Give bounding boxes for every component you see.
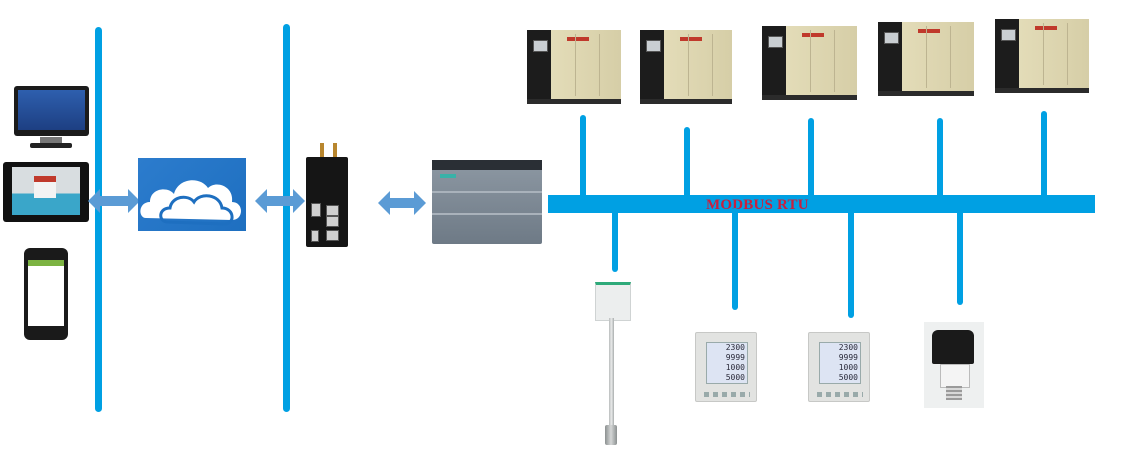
gateway-plc-arrow-icon [378, 191, 426, 215]
flow-meter-probe [609, 318, 614, 428]
bus-drop-compressor-5 [1041, 111, 1047, 200]
compressor-brand-logo [680, 37, 702, 41]
bus-drop-power-meter-2 [848, 208, 854, 318]
compressor-display [768, 36, 783, 48]
ethernet-port-3 [326, 230, 339, 241]
compressor-base [640, 99, 732, 104]
modbus-bus [548, 195, 1095, 213]
compressor-door-seam [810, 30, 811, 92]
antenna-left [320, 143, 324, 159]
compressor-door-seam [926, 26, 927, 88]
compressor-enclosure [786, 26, 857, 96]
meter-reading: 1000 [838, 363, 858, 372]
tablet-scene-icon [34, 176, 56, 198]
plc-body [432, 160, 542, 244]
compressor-enclosure [902, 22, 974, 92]
power-meter-display: 2300 9999 1000 5000 [706, 342, 748, 384]
compressor-base [527, 99, 621, 104]
compressor-display [533, 40, 548, 52]
compressor-brand-logo [567, 37, 589, 41]
plc-ridge [432, 191, 542, 193]
meter-reading: 1000 [725, 363, 745, 372]
meter-reading: 5000 [838, 373, 858, 382]
compressor-base [762, 95, 857, 100]
pressure-sensor-connector [932, 330, 974, 364]
bus-drop-compressor-3 [808, 118, 814, 200]
bus-drop-compressor-1 [580, 115, 586, 200]
pressure-sensor-thread [946, 386, 962, 400]
bus-drop-power-meter-1 [732, 208, 738, 310]
compressor-display [646, 40, 661, 52]
phone-screen [28, 260, 64, 326]
power-meter-1: 2300 9999 1000 5000 [695, 332, 757, 402]
bus-drop-pressure-sensor [957, 208, 963, 305]
air-compressor-1 [527, 30, 621, 104]
compressor-brand-logo [918, 29, 940, 33]
compressor-door-seam [1043, 23, 1044, 85]
compressor-door-seam [834, 30, 835, 92]
air-compressor-3 [762, 26, 857, 100]
meter-reading: 2300 [725, 343, 745, 352]
power-meter-buttons [817, 392, 863, 397]
power-meter-2: 2300 9999 1000 5000 [808, 332, 870, 402]
ethernet-port-2 [326, 216, 339, 227]
compressor-door-seam [599, 34, 600, 96]
meter-reading: 9999 [838, 353, 858, 362]
compressor-brand-logo [802, 33, 824, 37]
power-meter-display: 2300 9999 1000 5000 [819, 342, 861, 384]
usb-port [311, 230, 319, 242]
compressor-door-seam [712, 34, 713, 96]
phone-app-header [28, 260, 64, 266]
flow-meter-fitting [605, 425, 617, 445]
bus-drop-compressor-4 [937, 118, 943, 200]
flow-meter-head [595, 282, 631, 321]
compressor-display [884, 32, 899, 44]
pressure-sensor-body [940, 364, 970, 388]
monitor-base [30, 143, 72, 148]
compressor-door-seam [688, 34, 689, 96]
meter-reading: 2300 [838, 343, 858, 352]
cloud-icon [140, 180, 241, 226]
meter-reading: 5000 [725, 373, 745, 382]
ethernet-port-1 [326, 205, 339, 216]
compressor-display [1001, 29, 1016, 41]
plc-terminal-strip [432, 160, 542, 170]
compressor-enclosure [551, 30, 621, 100]
modbus-bus-label: MODBUS RTU [706, 197, 809, 213]
air-compressor-2 [640, 30, 732, 104]
serial-port [311, 203, 321, 217]
cloud-network-line [283, 24, 290, 412]
air-compressor-4 [878, 22, 974, 96]
antenna-right [333, 143, 337, 159]
compressor-door-seam [950, 26, 951, 88]
cloud-gateway-arrow-icon [255, 189, 305, 213]
compressor-brand-logo [1035, 26, 1057, 30]
monitor-screen [18, 90, 85, 130]
compressor-door-seam [1067, 23, 1068, 85]
client-cloud-arrow-icon [88, 189, 140, 213]
bus-drop-flow-meter [612, 208, 618, 272]
compressor-base [995, 88, 1089, 93]
meter-reading: 9999 [725, 353, 745, 362]
plc-logo [440, 174, 456, 178]
power-meter-buttons [704, 392, 750, 397]
compressor-door-seam [575, 34, 576, 96]
air-compressor-5 [995, 19, 1089, 93]
plc-ridge [432, 213, 542, 215]
bus-drop-compressor-2 [684, 127, 690, 200]
compressor-enclosure [664, 30, 732, 100]
compressor-base [878, 91, 974, 96]
compressor-enclosure [1019, 19, 1089, 89]
client-network-line [95, 27, 102, 412]
monitor-stand [40, 137, 62, 143]
